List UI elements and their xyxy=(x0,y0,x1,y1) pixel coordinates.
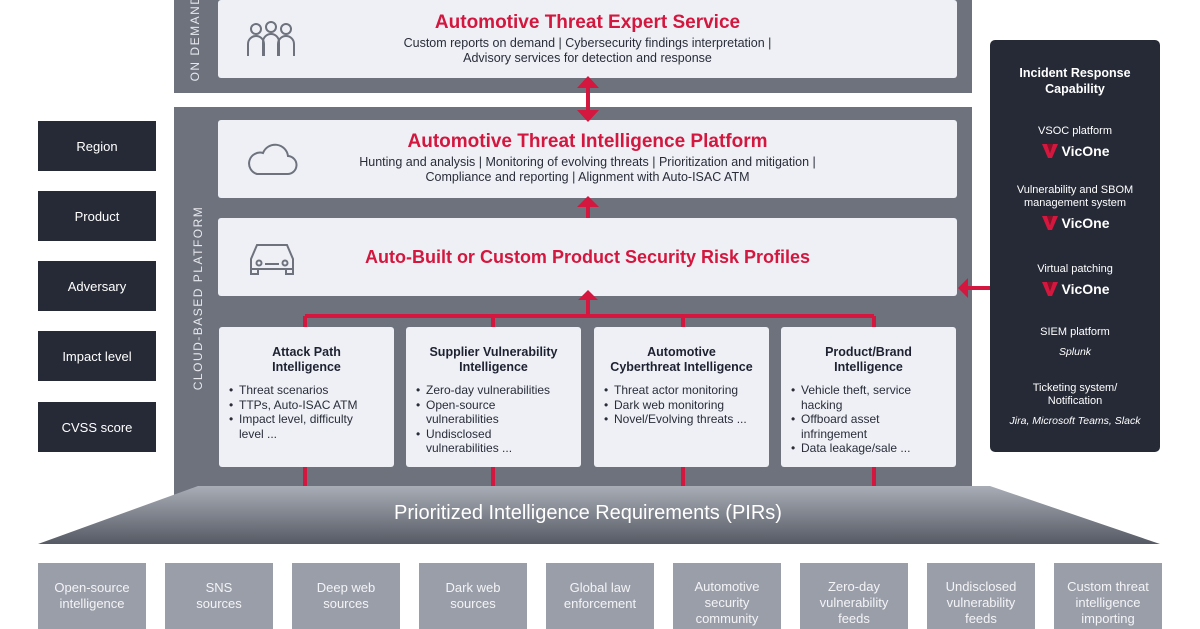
expert-service-desc-2: Advisory services for detection and resp… xyxy=(463,51,712,65)
response-item-sbom: Vulnerability and SBOM management system… xyxy=(1016,184,1134,231)
intel-card-title: Attack Path xyxy=(272,345,341,359)
arrow-up-icon xyxy=(577,76,599,88)
list-item: Threat scenarios xyxy=(229,383,394,398)
list-item: Impact level, difficultylevel ... xyxy=(229,412,394,441)
list-item: TTPs, Auto-ISAC ATM xyxy=(229,398,394,413)
risk-profiles-card: Auto-Built or Custom Product Security Ri… xyxy=(218,218,957,296)
left-item-adversary: Adversary xyxy=(38,261,156,311)
response-item-ticketing: Ticketing system/ Notification Jira, Mic… xyxy=(1009,382,1141,427)
arrow-down-icon xyxy=(577,110,599,122)
incident-response-title: Incident Response Capability xyxy=(1019,66,1131,96)
intel-card-title: Automotive xyxy=(647,345,716,359)
left-item-region: Region xyxy=(38,121,156,171)
pirs-label: Prioritized Intelligence Requirements (P… xyxy=(394,502,782,524)
list-item: Dark web monitoring xyxy=(604,398,769,413)
list-item: Zero-day vulnerabilities xyxy=(416,383,581,398)
pirs-banner xyxy=(38,486,1160,544)
response-item-vsoc: VSOC platform VicOne xyxy=(1038,125,1112,159)
platform-desc-2: Compliance and reporting | Alignment wit… xyxy=(425,170,750,184)
left-item-product: Product xyxy=(38,191,156,241)
risk-profiles-title: Auto-Built or Custom Product Security Ri… xyxy=(364,247,811,267)
platform-desc-1: Hunting and analysis | Monitoring of evo… xyxy=(359,155,816,169)
left-item-cvss-score: CVSS score xyxy=(38,402,156,452)
intel-card-title: Product/Brand xyxy=(825,345,912,359)
vicone-logo-icon: VicOne xyxy=(1041,143,1110,159)
intel-card-title: Intelligence xyxy=(459,360,528,374)
incident-response-panel: Incident Response Capability VSOC platfo… xyxy=(990,40,1160,452)
intel-card-title: Intelligence xyxy=(834,360,903,374)
cloud-icon xyxy=(248,143,298,176)
expert-service-card: Automotive Threat Expert Service Custom … xyxy=(218,0,957,78)
list-item: Novel/Evolving threats ... xyxy=(604,412,769,427)
intel-card-title: Cyberthreat Intelligence xyxy=(610,360,753,374)
intel-card-title: Supplier Vulnerability xyxy=(429,345,558,359)
response-item-virtual-patching: Virtual patching VicOne xyxy=(1037,263,1113,297)
intel-card-title: Intelligence xyxy=(272,360,341,374)
expert-service-desc-1: Custom reports on demand | Cybersecurity… xyxy=(403,36,772,50)
platform-card: Automotive Threat Intelligence Platform … xyxy=(218,120,957,198)
list-item: Threat actor monitoring xyxy=(604,383,769,398)
expert-service-title: Automotive Threat Expert Service xyxy=(434,12,741,33)
platform-title: Automotive Threat Intelligence Platform xyxy=(407,131,768,152)
people-icon xyxy=(247,21,295,56)
left-item-impact-level: Impact level xyxy=(38,331,156,381)
vicone-logo-icon: VicOne xyxy=(1041,281,1110,297)
list-item: Data leakage/sale ... xyxy=(791,441,956,456)
list-item: Undisclosedvulnerabilities ... xyxy=(416,427,581,456)
response-item-siem: SIEM platform Splunk xyxy=(1040,326,1110,358)
car-icon xyxy=(250,244,294,275)
vicone-logo-icon: VicOne xyxy=(1041,215,1110,231)
